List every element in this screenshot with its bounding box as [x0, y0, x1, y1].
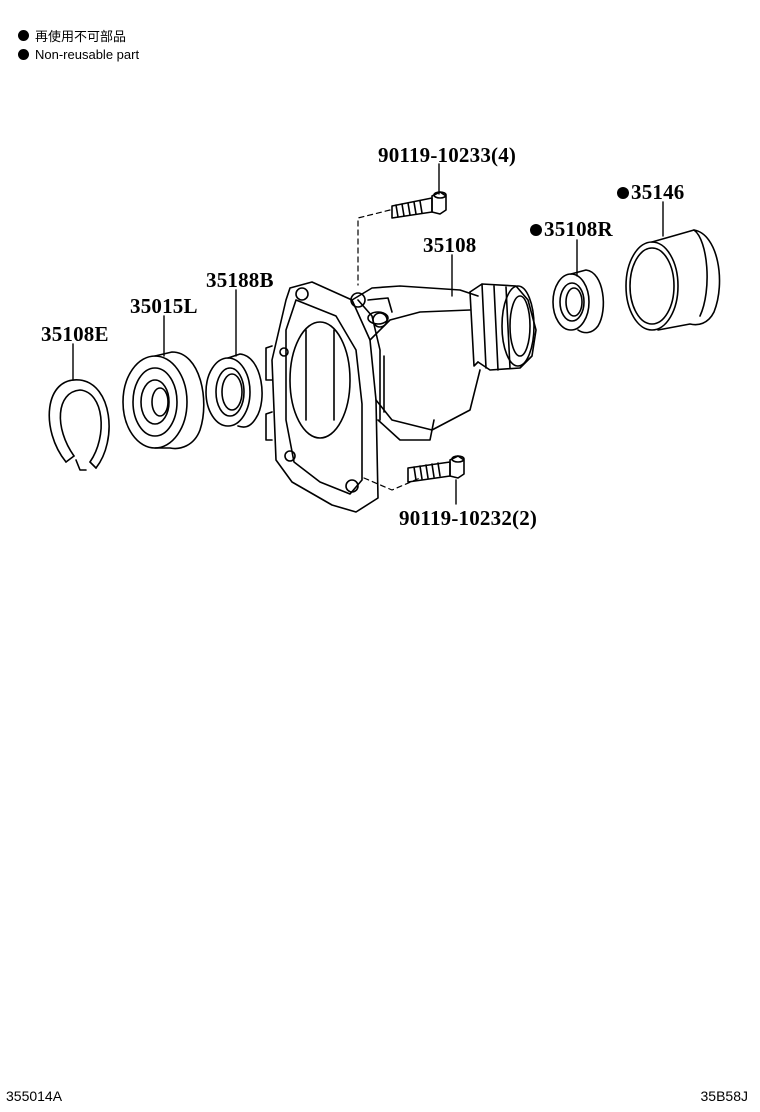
footer-right-code: 35B58J	[700, 1088, 748, 1104]
part-label-35108R: 35108R	[530, 217, 613, 242]
part-number-text: 35108E	[41, 322, 109, 346]
leader-lines	[72, 163, 664, 505]
part-label-35108: 35108	[423, 233, 477, 258]
bolt-alignment-lines	[357, 209, 421, 491]
part-label-35146: 35146	[617, 180, 685, 205]
part-label-35108E: 35108E	[41, 322, 109, 347]
upper-bolt-90119-10233	[391, 191, 447, 219]
upper-bolt-dashed-path	[357, 209, 391, 286]
part-label-35188B: 35188B	[206, 268, 274, 293]
part-number-text: 35015L	[130, 294, 198, 318]
part-number-text: 35146	[631, 180, 685, 204]
bearing-35015L	[122, 351, 205, 450]
oil-seal-35188B	[205, 353, 263, 428]
legend-item-english: Non-reusable part	[18, 47, 139, 62]
non-reusable-dot-icon	[617, 186, 629, 199]
legend-item-japanese: 再使用不可部品	[18, 26, 126, 45]
lower-bolt-90119-10232	[407, 455, 465, 483]
extension-housing-35108	[265, 281, 537, 513]
part-number-text: 35108R	[544, 217, 613, 241]
part-number-text: 90119-10233(4)	[378, 143, 517, 167]
part-number-text: 35188B	[206, 268, 274, 292]
part-label-90119-10232: 90119-10232(2)	[399, 506, 537, 531]
lower-bolt-dashed-path	[363, 477, 421, 491]
dust-deflector-35146	[625, 229, 721, 331]
legend-text-japanese: 再使用不可部品	[35, 29, 127, 44]
oil-seal-35108R	[552, 269, 605, 334]
part-label-90119-10233: 90119-10233(4)	[378, 143, 516, 168]
part-number-text: 35108	[423, 233, 477, 257]
legend-text-english: Non-reusable part	[35, 47, 140, 62]
non-reusable-dot-icon	[18, 49, 29, 60]
snap-ring-35108E	[48, 379, 110, 471]
non-reusable-dot-icon	[18, 30, 29, 41]
non-reusable-dot-icon	[530, 223, 542, 236]
footer-left-code: 355014A	[6, 1088, 63, 1104]
part-number-text: 90119-10232(2)	[399, 506, 538, 530]
part-label-35015L: 35015L	[130, 294, 198, 319]
